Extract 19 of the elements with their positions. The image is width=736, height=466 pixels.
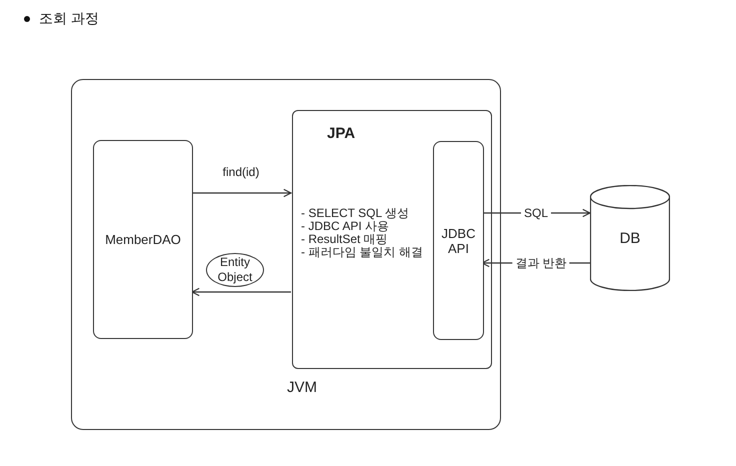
list-item: - ResultSet 매핑 [301,233,389,246]
container-label: JVM [287,378,317,398]
arrow [191,288,291,296]
container-heading: JPA [327,124,356,144]
container-box [71,79,501,430]
list-item: - SELECT SQL 생성 [301,207,410,220]
node-label: DB [620,230,640,246]
container-box [292,110,492,369]
node-label: JDBC API [440,226,476,256]
process-box [433,141,484,340]
list-item: - JDBC API 사용 [301,220,390,233]
process-box [93,140,193,339]
edge-label: find(id) [222,164,260,181]
arrow [192,188,292,198]
list-item: - 패러다임 불일치 해결 [301,246,423,259]
title: 조회 과정 [39,9,99,28]
database-cylinder [590,185,670,291]
node-label: Entity Object [216,255,254,285]
node-label: MemberDAO [104,232,182,247]
